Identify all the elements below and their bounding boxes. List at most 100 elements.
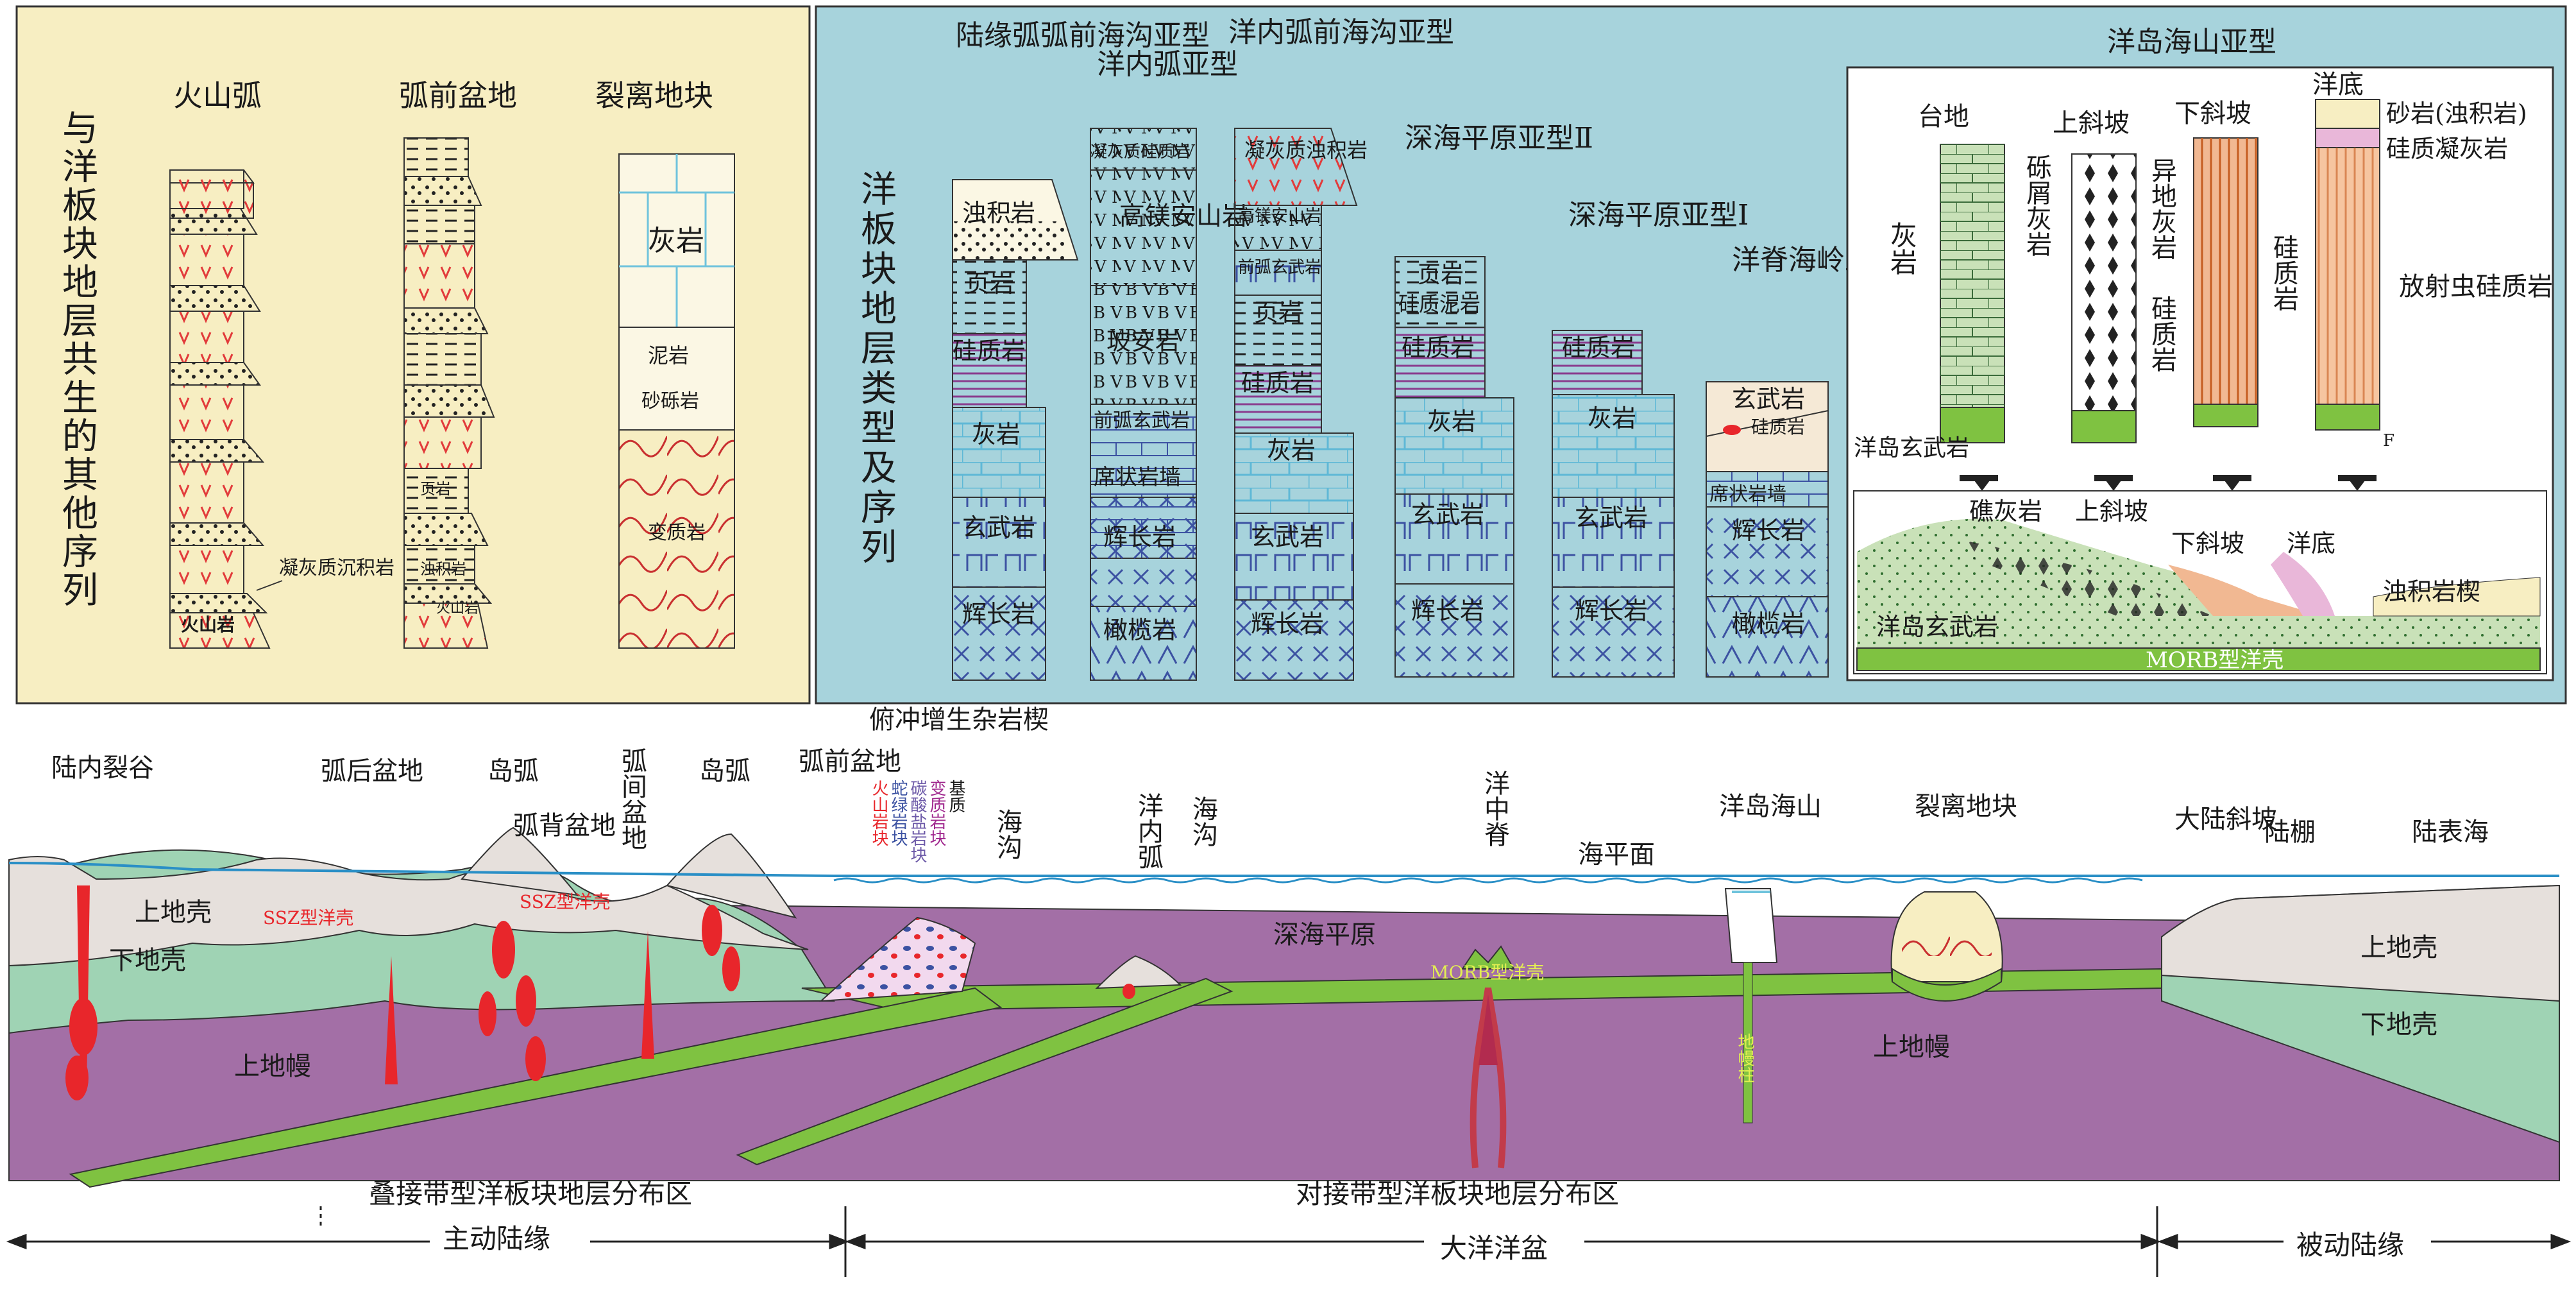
sm-label-ocean-floor: 洋底 (2287, 529, 2335, 558)
label-limestone-left: 灰岩 (648, 225, 704, 257)
left-panel-title: 与洋板块地层共生的其他序列 (56, 109, 98, 610)
volcanic-arc-column: 凝灰质沉积岩 火山岩 (169, 169, 394, 649)
right-panel: 洋板块地层类型及序列 陆缘弧弧前海沟亚型 洋内弧亚型 洋内弧前海沟亚型 深海平原… (815, 5, 2567, 705)
sec-meta-block: 变质岩块 (927, 780, 946, 846)
col-title-3: 洋内弧前海沟亚型 (1228, 16, 1454, 49)
sec-serpentinite: 蛇绿岩块 (888, 780, 908, 846)
c4-layer-limestone: 灰岩 (1427, 407, 1476, 436)
sec-shelf: 陆棚 (2264, 817, 2316, 847)
sec-epicontinental: 陆表海 (2412, 817, 2489, 847)
c5-layer-basalt: 玄武岩 (1575, 504, 1648, 532)
stratigraphic-column-4: 页岩 硅质泥岩 硅质岩 灰岩 玄武岩 辉长岩 (1394, 256, 1514, 678)
sm-label-chert: 硅质岩 (2147, 295, 2176, 372)
stratigraphic-column-6: 玄武岩 硅质岩 席状岩墙 辉长岩 橄榄岩 (1706, 381, 1829, 678)
label-volcanic-rock-2: 火山岩 (436, 601, 479, 617)
c2-layer-dikes: 席状岩墙 (1094, 465, 1181, 490)
sec-morb: MORB型洋壳 (1430, 962, 1544, 983)
sec-upper-crust-l: 上地壳 (135, 898, 212, 927)
c4-layer-gabbro: 辉长岩 (1411, 597, 1484, 625)
right-panel-title: 洋板块地层类型及序列 (855, 170, 897, 568)
sm-label-oib2: 洋岛玄武岩 (1876, 613, 1998, 641)
c2-layer-gabbro: 辉长岩 (1103, 523, 1176, 551)
c6-layer-peridotite: 橄榄岩 (1732, 610, 1805, 638)
col-title-1: 陆缘弧弧前海沟亚型 (956, 19, 1210, 52)
col-title-5: 深海平原亚型Ⅰ (1568, 199, 1749, 232)
c3-layer-hma: 高镁安山岩 (1238, 207, 1321, 226)
c3-layer-tuff-turbidite: 凝灰质浊积岩 (1244, 138, 1368, 162)
sm-label-exotic: 异地灰岩 (2147, 157, 2176, 260)
sec-lower-crust-l: 下地壳 (109, 946, 186, 975)
c2-layer-peridotite: 橄榄岩 (1103, 616, 1176, 644)
sec-sea-level: 海平面 (1578, 840, 1655, 869)
sm-label-sandstone: 砂岩(浊积岩) (2386, 99, 2527, 128)
sec-backarc-basin: 弧背盆地 (513, 811, 616, 841)
seamount-col-lower-slope: 下斜坡 (2174, 99, 2251, 128)
col-rifted-block: 裂离地块 (595, 78, 713, 113)
sec-matrix: 基质 (946, 780, 965, 813)
sm-label-limestone: 灰岩 (1886, 221, 1918, 275)
c1-layer-chert: 硅质岩 (953, 337, 1026, 365)
c1-layer-turbidite: 浊积岩 (962, 199, 1035, 227)
c6-layer-dikes: 席状岩墙 (1709, 483, 1786, 506)
label-mudstone: 泥岩 (648, 343, 689, 368)
sec-lower-crust-r: 下地壳 (2360, 1010, 2437, 1039)
magma-plumes (65, 885, 1135, 1100)
sm-label-turbidite-wedge: 浊积岩楔 (2383, 577, 2480, 606)
sec-ssz-1: SSZ型洋壳 (263, 907, 353, 928)
sec-slope: 大陆斜坡 (2174, 805, 2277, 834)
zone-overlap: 叠接带型洋板块地层分布区 (369, 1178, 692, 1210)
sec-ridge: 洋中脊 (1480, 770, 1509, 847)
sm-label-upper-slope: 上斜坡 (2075, 497, 2148, 526)
c1-layer-basalt: 玄武岩 (962, 513, 1035, 542)
c6-layer-basalt: 玄武岩 (1732, 385, 1805, 413)
c2-layer-fab: 前弧玄武岩 (1094, 409, 1190, 432)
stratigraphic-column-3: 凝灰质浊积岩 高镁安山岩 前弧玄武岩 页岩 硅质岩 灰岩 玄武岩 辉长岩 (1234, 128, 1368, 681)
c5-layer-gabbro: 辉长岩 (1575, 597, 1648, 625)
seamount-col-upper-slope: 上斜坡 (2053, 108, 2130, 138)
sec-intra-arc: 洋内弧 (1133, 792, 1163, 869)
sec-island-arc-1: 岛弧 (487, 757, 539, 786)
stratigraphic-column-5: 硅质岩 灰岩 玄武岩 辉长岩 (1552, 330, 1675, 678)
sec-upper-crust-r: 上地壳 (2360, 933, 2437, 962)
forearc-basin-column: 页岩 浊积岩 火山岩 (403, 137, 495, 649)
col-volcanic-arc: 火山弧 (173, 78, 262, 113)
sec-volcanic-block: 火山岩块 (869, 780, 888, 846)
sm-label-oib: 洋岛玄武岩 (1854, 435, 1969, 461)
sec-seamount: 洋岛海山 (1719, 792, 1822, 821)
c3-layer-limestone: 灰岩 (1267, 436, 1316, 465)
seamount-col-ocean-floor: 洋底 (2312, 70, 2364, 99)
sm-label-siliceous-tuff: 硅质凝灰岩 (2386, 135, 2508, 163)
sec-upper-mantle-l: 上地幔 (234, 1052, 311, 1081)
c4-layer-siliceous-mud: 硅质泥岩 (1398, 292, 1480, 316)
sm-label-f: F (2383, 431, 2394, 450)
rifted-block-column: 灰岩 泥岩 砂砾岩 变质岩 (618, 153, 735, 649)
sec-carbonate: 碳酸盐岩块 (908, 780, 927, 863)
sm-label-breccia: 砾屑灰岩 (2022, 154, 2051, 257)
zone-active: 主动陆缘 (443, 1223, 550, 1254)
sec-rifted-block: 裂离地块 (1915, 792, 2017, 821)
c2-layer-boninite: 玻安岩 (1106, 327, 1180, 355)
col-title-2: 洋内弧亚型 (1097, 48, 1238, 81)
c3-layer-shale: 页岩 (1254, 298, 1303, 327)
c4-layer-shale: 页岩 (1418, 262, 1464, 288)
label-shale: 页岩 (420, 480, 451, 498)
c1-layer-gabbro: 辉长岩 (962, 600, 1035, 628)
c3-layer-chert: 硅质岩 (1241, 369, 1314, 397)
stratigraphic-column-1: 浊积岩 页岩 硅质岩 灰岩 玄武岩 辉长岩 (952, 179, 1079, 681)
label-tuff-sediment: 凝灰质沉积岩 (279, 557, 394, 579)
c1-layer-shale: 页岩 (965, 269, 1014, 298)
tectonic-cross-section: 陆内裂谷 弧后盆地 岛弧 弧背盆地 弧间盆地 岛弧 弧前盆地 俯冲增生杂岩楔 火… (6, 705, 2572, 1277)
label-metamorphic: 变质岩 (648, 522, 706, 544)
c6-layer-chert: 硅质岩 (1751, 416, 1805, 438)
sec-interarc: 弧间盆地 (617, 748, 647, 850)
seamount-col-platform: 台地 (1918, 102, 1969, 132)
sm-label-radiolarite: 放射虫硅质岩 (2399, 272, 2553, 302)
sec-forearc: 弧前盆地 (799, 747, 901, 776)
c4-layer-chert: 硅质岩 (1402, 334, 1475, 362)
seamount-title: 洋岛海山亚型 (2107, 26, 2276, 58)
sec-trench-2: 海沟 (1188, 796, 1217, 847)
sm-label-morb: MORB型洋壳 (2146, 647, 2284, 673)
stratigraphic-column-2: 凝灰质硅质岩 高镁安山岩 玻安岩 前弧玄武岩 席状岩墙 辉长岩 橄榄岩 (1090, 128, 1248, 681)
sec-abyssal: 深海平原 (1273, 920, 1376, 950)
